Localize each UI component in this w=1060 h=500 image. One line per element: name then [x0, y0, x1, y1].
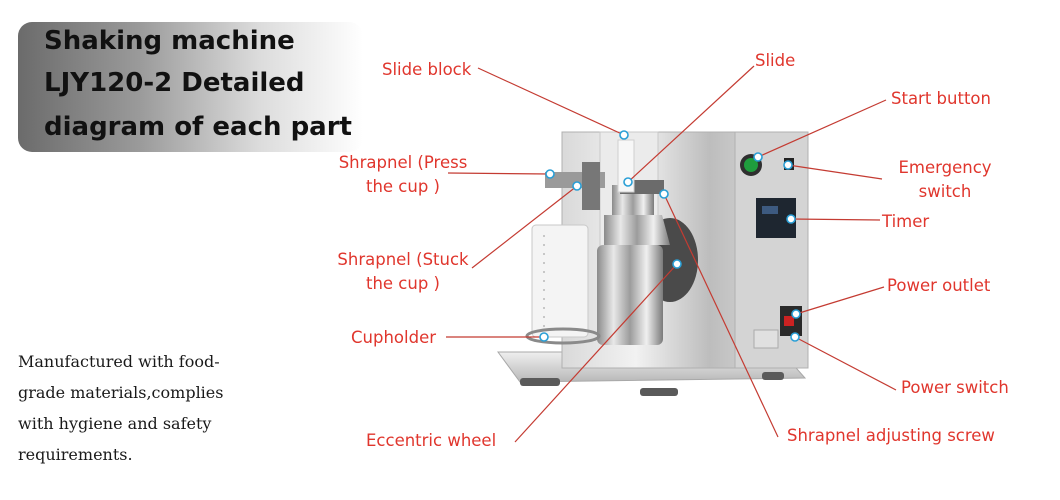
label-timer: Timer: [882, 212, 930, 231]
leader-eccentric-wheel: [514, 263, 678, 443]
marker-power-switch: [790, 332, 800, 342]
label-power-outlet: Power outlet: [887, 276, 991, 295]
label-cupholder: Cupholder: [351, 328, 436, 347]
leader-power-switch: [794, 336, 897, 391]
marker-emergency-switch: [783, 160, 793, 170]
label-shrapnel-stuck: Shrapnel (Stuck the cup ): [329, 248, 477, 296]
label-shrapnel-press: Shrapnel (Press the cup ): [330, 151, 476, 199]
leader-start-button: [757, 99, 887, 158]
leader-slide: [627, 65, 755, 183]
description-line-3: with hygiene and safety: [18, 414, 212, 433]
marker-slide: [623, 177, 633, 187]
label-power-switch: Power switch: [901, 378, 1009, 397]
marker-timer: [786, 214, 796, 224]
leader-lines: [446, 65, 897, 443]
leader-timer: [790, 218, 881, 221]
title-line-2: LJY120-2 Detailed: [44, 68, 305, 98]
description-line-4: requirements.: [18, 445, 133, 464]
label-emergency-switch-line-2: switch: [918, 182, 972, 201]
marker-shrapnel-stuck: [572, 181, 582, 191]
description-line-2: grade materials,complies: [18, 383, 224, 402]
label-emergency-switch-line-1: Emergency: [898, 158, 992, 177]
marker-eccentric-wheel: [672, 259, 682, 269]
measuring-jug: [531, 224, 589, 338]
description-line-1: Manufactured with food-: [18, 352, 220, 371]
label-shrapnel-stuck-line-2: the cup ): [365, 274, 440, 293]
description: Manufactured with food- grade materials,…: [18, 346, 248, 470]
leader-shrapnel-press: [447, 172, 551, 175]
label-slide-block: Slide block: [382, 60, 472, 79]
leader-shrapnel-stuck: [471, 185, 578, 269]
title-line-3: diagram of each part: [44, 112, 352, 142]
control-panel: [740, 154, 802, 349]
marker-shrapnel-press: [545, 169, 555, 179]
label-emergency-switch: Emergency switch: [886, 156, 1004, 204]
leader-emergency-switch: [787, 164, 883, 180]
cupholder-ring: [525, 327, 601, 345]
label-eccentric-wheel: Eccentric wheel: [366, 431, 497, 450]
title-banner: Shaking machine LJY120-2 Detailed diagra…: [18, 22, 363, 152]
leader-shrapnel-adjusting-screw: [663, 193, 779, 438]
label-slide: Slide: [755, 51, 796, 70]
label-shrapnel-press-line-2: the cup ): [365, 177, 440, 196]
leader-slide-block: [477, 67, 625, 136]
label-shrapnel-adjusting-screw: Shrapnel adjusting screw: [787, 426, 995, 445]
marker-cupholder: [539, 332, 549, 342]
shaker-cup: [597, 185, 670, 345]
marker-slide-block: [619, 130, 629, 140]
leader-power-outlet: [795, 286, 885, 315]
label-start-button: Start button: [891, 89, 991, 108]
marker-shrapnel-adjusting-screw: [659, 189, 669, 199]
part-markers: [539, 130, 801, 342]
label-shrapnel-stuck-line-1: Shrapnel (Stuck: [337, 250, 469, 269]
marker-power-outlet: [791, 309, 801, 319]
label-shrapnel-press-line-1: Shrapnel (Press: [338, 153, 468, 172]
marker-start-button: [753, 152, 763, 162]
title-line-1: Shaking machine: [44, 26, 295, 56]
